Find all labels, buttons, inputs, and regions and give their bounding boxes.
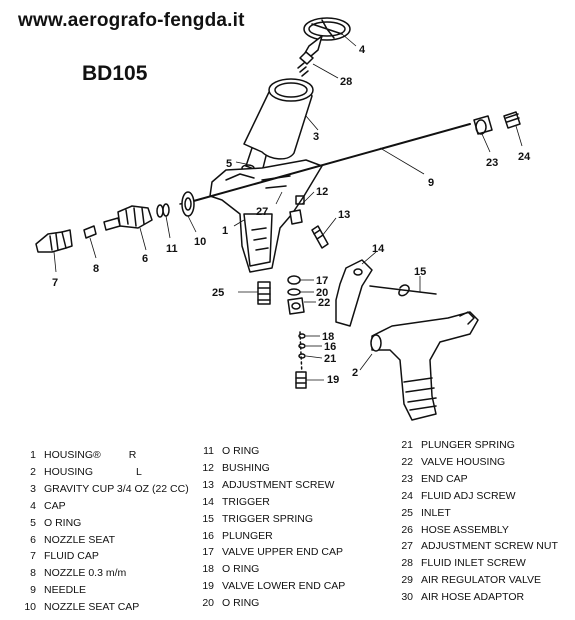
end-cap-part xyxy=(473,115,493,135)
plunger-parts-stack xyxy=(298,331,306,377)
callout-label: 2 xyxy=(352,367,358,379)
callout-label: 6 xyxy=(142,253,148,265)
callout-label: 10 xyxy=(194,236,206,248)
callout-label: 20 xyxy=(316,287,328,299)
callout-label: 25 xyxy=(212,287,224,299)
cap-part xyxy=(303,17,351,57)
callout-label: 11 xyxy=(166,243,178,255)
fluid-cap-part xyxy=(35,229,73,253)
callout-label: 3 xyxy=(313,131,319,143)
gravity-cup-part xyxy=(243,78,314,173)
callout-label: 27 xyxy=(256,206,268,218)
callout-label: 7 xyxy=(52,277,58,289)
callout-label: 12 xyxy=(316,186,328,198)
model-number: BD105 xyxy=(82,62,148,85)
adjustment-screw-part xyxy=(311,225,329,249)
callout-label: 21 xyxy=(324,353,336,365)
callout-label: 4 xyxy=(359,44,366,56)
callout-label: 14 xyxy=(372,243,385,255)
callout-labels: 4 28 3 5 9 23 24 12 27 13 1 11 10 6 8 7 … xyxy=(52,44,531,386)
callout-label: 15 xyxy=(414,266,426,278)
callout-label: 16 xyxy=(324,341,336,353)
callout-label: 9 xyxy=(428,177,434,189)
website-url: www.aerografo-fengda.it xyxy=(18,10,245,31)
bushing-part xyxy=(289,195,305,225)
nozzle-part xyxy=(83,225,97,239)
valve-lower-end-cap-part xyxy=(295,371,307,389)
nozzle-seat-part xyxy=(103,205,153,231)
callout-label: 23 xyxy=(486,157,498,169)
inlet-part xyxy=(257,281,271,305)
callout-label: 5 xyxy=(226,158,232,170)
housing-left-part xyxy=(370,311,479,421)
callout-label: 24 xyxy=(518,151,531,163)
callout-label: 28 xyxy=(340,76,352,88)
callout-label: 19 xyxy=(327,374,339,386)
trigger-spring-part xyxy=(369,284,437,297)
trigger-part xyxy=(335,259,373,327)
fluid-adj-screw-part xyxy=(503,111,521,129)
o-ring-11-part xyxy=(156,203,170,218)
callout-label: 8 xyxy=(93,263,99,275)
callout-label: 18 xyxy=(322,331,334,343)
fluid-inlet-screw-part xyxy=(297,51,314,77)
valve-parts-stack xyxy=(287,275,305,315)
callout-label: 1 xyxy=(222,225,228,237)
callout-label: 13 xyxy=(338,209,350,221)
nozzle-seat-cap-part xyxy=(181,191,195,217)
callout-label: 17 xyxy=(316,275,328,287)
exploded-view-drawing: 4 28 3 5 9 23 24 12 27 13 1 11 10 6 8 7 … xyxy=(35,17,531,421)
callout-label: 22 xyxy=(318,297,330,309)
